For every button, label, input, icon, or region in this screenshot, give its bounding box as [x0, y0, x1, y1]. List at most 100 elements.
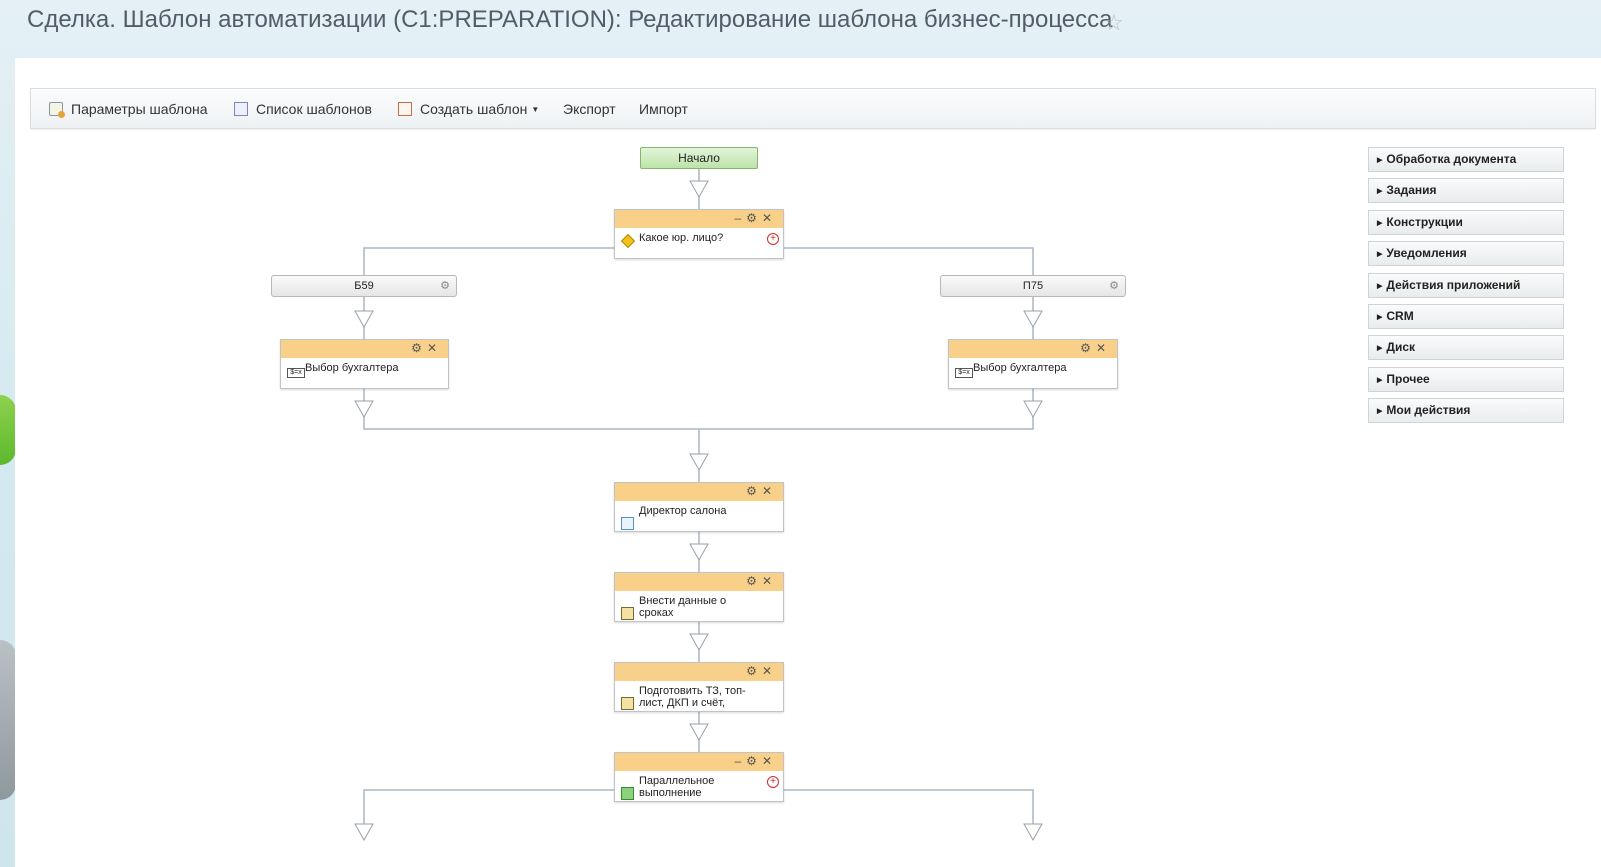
sidebar-item-label: Конструкции — [1386, 214, 1463, 229]
close-icon[interactable]: ✕ — [761, 211, 777, 225]
triangle-right-icon: ▶ — [1377, 188, 1383, 196]
gear-icon[interactable]: ⚙ — [746, 664, 762, 678]
template-params-button[interactable]: Параметры шаблона — [49, 89, 208, 129]
close-icon[interactable]: ✕ — [761, 484, 777, 498]
sidebar-item-label: Уведомления — [1386, 246, 1467, 261]
activity-header: ⚙✕ — [615, 483, 783, 501]
director-activity[interactable]: ⚙✕ Директор салона — [614, 482, 784, 532]
close-icon[interactable]: ✕ — [426, 341, 442, 355]
document-icon — [398, 102, 412, 116]
close-icon[interactable]: ✕ — [761, 754, 777, 768]
activity-header: ⚙✕ — [615, 663, 783, 681]
close-icon[interactable]: ✕ — [761, 664, 777, 678]
branch-label: Б59 — [354, 280, 374, 292]
activity-label: Подготовить ТЗ, топ-лист, ДКП и счёт, — [639, 685, 746, 709]
export-button[interactable]: Экспорт — [563, 101, 616, 117]
activity-header: –⚙✕ — [615, 210, 783, 228]
parallel-activity[interactable]: –⚙✕ Параллельное выполнение + — [614, 752, 784, 802]
sidebar-item-disk[interactable]: ▶Диск — [1368, 335, 1564, 361]
sidebar-item-label: Задания — [1386, 183, 1437, 198]
collapse-icon[interactable]: – — [734, 754, 747, 768]
sidebar-item-label: CRM — [1386, 308, 1414, 323]
triangle-right-icon: ▶ — [1377, 157, 1383, 164]
sidebar-item-app-actions[interactable]: ▶Действия приложений — [1368, 272, 1564, 298]
gear-icon[interactable]: ⚙ — [746, 211, 762, 225]
variable-icon: $=x — [287, 368, 305, 378]
template-list-label: Список шаблонов — [256, 101, 372, 117]
condition-label: Какое юр. лицо? — [639, 232, 724, 244]
star-icon[interactable]: ☆ — [1104, 10, 1124, 35]
add-branch-icon[interactable]: + — [767, 776, 779, 788]
params-icon — [49, 102, 65, 118]
gear-icon[interactable]: ⚙ — [746, 484, 762, 498]
import-button[interactable]: Импорт — [639, 101, 688, 117]
activities-sidebar: ▶Обработка документа ▶Задания ▶Конструкц… — [1368, 147, 1564, 430]
create-template-label: Создать шаблон — [420, 101, 528, 117]
condition-icon — [620, 233, 636, 249]
accountant-activity-right[interactable]: ⚙✕ $=x Выбор бухгалтера — [948, 339, 1118, 389]
variable-icon: $=x — [955, 368, 973, 378]
template-list-button[interactable]: Список шаблонов — [234, 89, 372, 129]
activity-label: Внести данные о сроках — [639, 595, 727, 619]
close-icon[interactable]: ✕ — [761, 574, 777, 588]
sidebar-item-notifications[interactable]: ▶Уведомления — [1368, 241, 1564, 267]
branch-b59[interactable]: Б59 ⚙ — [271, 275, 457, 297]
sidebar-item-label: Прочее — [1386, 371, 1430, 386]
create-template-button[interactable]: Создать шаблон▼ — [398, 89, 539, 129]
list-icon — [234, 102, 248, 116]
triangle-right-icon: ▶ — [1377, 219, 1383, 227]
activity-label: Параллельное выполнение — [639, 775, 715, 799]
start-node[interactable]: Начало — [640, 147, 758, 169]
activity-header: ⚙✕ — [949, 340, 1117, 358]
close-icon[interactable]: ✕ — [1095, 341, 1111, 355]
triangle-right-icon: ▶ — [1377, 376, 1383, 384]
sidebar-item-label: Действия приложений — [1386, 277, 1521, 292]
triangle-right-icon: ▶ — [1377, 282, 1383, 290]
template-params-label: Параметры шаблона — [71, 101, 208, 117]
background-stone — [0, 640, 16, 800]
activity-label: Директор салона — [639, 505, 727, 517]
accountant-activity-left[interactable]: ⚙✕ $=x Выбор бухгалтера — [280, 339, 449, 389]
gear-icon[interactable]: ⚙ — [1109, 280, 1119, 292]
triangle-right-icon: ▶ — [1377, 345, 1383, 353]
sidebar-item-label: Обработка документа — [1386, 152, 1517, 166]
gear-icon[interactable]: ⚙ — [440, 280, 450, 292]
branch-label: П75 — [1022, 280, 1044, 292]
activity-header: –⚙✕ — [615, 753, 783, 771]
sidebar-item-crm[interactable]: ▶CRM — [1368, 303, 1564, 329]
activity-label: Выбор бухгалтера — [305, 362, 399, 374]
gear-icon[interactable]: ⚙ — [746, 754, 762, 768]
activity-header: ⚙✕ — [281, 340, 448, 358]
sidebar-item-other[interactable]: ▶Прочее — [1368, 366, 1564, 392]
add-branch-icon[interactable]: + — [767, 233, 779, 245]
user-icon — [621, 517, 634, 530]
branch-p75[interactable]: П75 ⚙ — [940, 275, 1126, 297]
condition-activity[interactable]: –⚙✕ Какое юр. лицо? + — [614, 209, 784, 259]
gear-icon[interactable]: ⚙ — [746, 574, 762, 588]
chevron-down-icon: ▼ — [531, 105, 540, 114]
triangle-right-icon: ▶ — [1377, 251, 1383, 259]
sidebar-item-tasks[interactable]: ▶Задания — [1368, 178, 1564, 204]
gear-icon[interactable]: ⚙ — [411, 341, 427, 355]
designer-toolbar: Параметры шаблона Список шаблонов Создат… — [30, 88, 1596, 129]
task-icon — [621, 697, 634, 710]
page-title: Сделка. Шаблон автоматизации (C1:PREPARA… — [27, 6, 1113, 33]
background-leaf — [0, 395, 16, 465]
designer-workarea — [15, 58, 1601, 867]
sidebar-item-my-actions[interactable]: ▶Мои действия — [1368, 398, 1564, 424]
prepare-docs-activity[interactable]: ⚙✕ Подготовить ТЗ, топ-лист, ДКП и счёт, — [614, 662, 784, 712]
deadlines-activity[interactable]: ⚙✕ Внести данные о сроках — [614, 572, 784, 622]
task-icon — [621, 607, 634, 620]
activity-label: Выбор бухгалтера — [973, 362, 1067, 374]
parallel-icon — [621, 787, 634, 800]
triangle-right-icon: ▶ — [1377, 313, 1383, 321]
triangle-right-icon: ▶ — [1377, 408, 1383, 416]
sidebar-item-label: Диск — [1386, 340, 1415, 355]
collapse-icon[interactable]: – — [734, 211, 747, 225]
sidebar-item-document-processing[interactable]: ▶Обработка документа — [1368, 147, 1564, 172]
gear-icon[interactable]: ⚙ — [1080, 341, 1096, 355]
sidebar-item-label: Мои действия — [1386, 403, 1471, 418]
activity-header: ⚙✕ — [615, 573, 783, 591]
sidebar-item-constructions[interactable]: ▶Конструкции — [1368, 209, 1564, 235]
